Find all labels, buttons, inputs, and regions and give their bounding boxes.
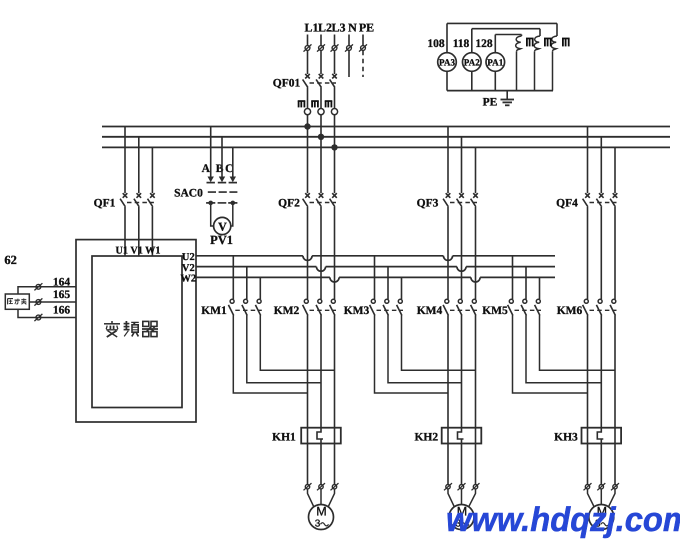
svg-text:KM1: KM1 — [201, 305, 227, 317]
svg-text:166: 166 — [53, 305, 71, 317]
svg-text:108: 108 — [427, 38, 445, 50]
svg-text:M: M — [457, 505, 467, 519]
svg-text:3: 3 — [315, 519, 321, 530]
svg-text:V2: V2 — [182, 263, 195, 274]
svg-text:KM3: KM3 — [344, 305, 370, 317]
svg-text:165: 165 — [53, 289, 71, 301]
svg-text:N: N — [348, 21, 357, 35]
svg-text:L2: L2 — [318, 21, 332, 35]
svg-text:KH1: KH1 — [272, 432, 296, 444]
svg-text:QF3: QF3 — [417, 198, 439, 210]
svg-text:128: 128 — [475, 38, 493, 50]
svg-text:C: C — [225, 163, 233, 175]
svg-text:164: 164 — [53, 276, 71, 288]
svg-text:PE: PE — [359, 21, 374, 35]
svg-text:www.hdqzj.com: www.hdqzj.com — [446, 501, 680, 539]
svg-text:3: 3 — [595, 519, 601, 530]
svg-text:118: 118 — [453, 38, 470, 50]
svg-text:L1: L1 — [304, 21, 318, 35]
svg-text:QF2: QF2 — [278, 198, 300, 210]
svg-text:L3: L3 — [331, 21, 345, 35]
svg-text:62: 62 — [4, 253, 17, 267]
svg-text:A: A — [202, 163, 211, 175]
svg-text:PE: PE — [483, 97, 498, 109]
svg-text:KM6: KM6 — [557, 305, 583, 317]
svg-text:U1 V1 W1: U1 V1 W1 — [116, 246, 161, 257]
svg-text:KH2: KH2 — [414, 432, 438, 444]
svg-text:SAC0: SAC0 — [174, 188, 203, 200]
svg-text:3: 3 — [455, 519, 461, 530]
svg-text:KH3: KH3 — [554, 432, 578, 444]
svg-text:PV1: PV1 — [210, 233, 233, 247]
svg-text:PA3: PA3 — [439, 59, 455, 69]
svg-text:QF1: QF1 — [94, 198, 116, 210]
svg-text:V: V — [218, 220, 227, 234]
svg-text:B: B — [216, 163, 224, 175]
svg-text:PA2: PA2 — [464, 59, 480, 69]
svg-text:W2: W2 — [180, 274, 196, 285]
svg-text:KM2: KM2 — [274, 305, 300, 317]
svg-text:M: M — [597, 505, 607, 519]
svg-text:KM5: KM5 — [482, 305, 508, 317]
svg-text:KM4: KM4 — [417, 305, 443, 317]
svg-text:QF01: QF01 — [273, 78, 301, 90]
svg-text:M: M — [316, 505, 326, 519]
svg-text:PA1: PA1 — [487, 59, 503, 69]
svg-text:QF4: QF4 — [556, 198, 578, 210]
svg-text:U2: U2 — [182, 252, 195, 263]
